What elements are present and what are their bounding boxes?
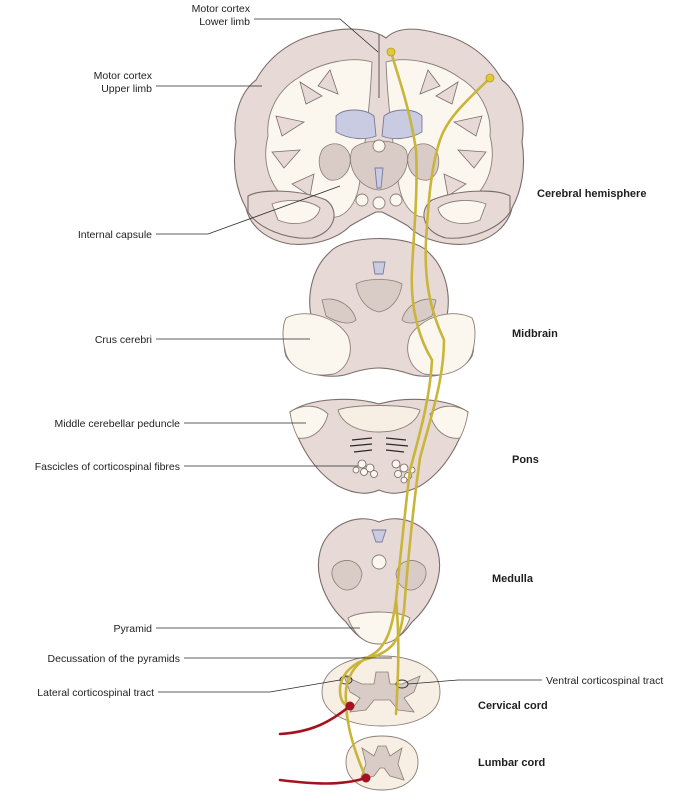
fourth-ventricle bbox=[371, 529, 387, 543]
leader-ventral-tract bbox=[407, 679, 542, 685]
lower-motor-neurons bbox=[278, 701, 371, 785]
structure-labels: Motor cortex Lower limb Motor cortex Upp… bbox=[35, 3, 664, 699]
leader-lateral-tract bbox=[158, 679, 341, 693]
cerebral-aqueduct bbox=[372, 261, 386, 275]
tract-upper-limb-fibres bbox=[338, 76, 492, 708]
lumbar-motor-axon bbox=[278, 776, 368, 785]
label-motor-cortex-upper-2: Upper limb bbox=[101, 83, 152, 95]
label-ventral-tract: Ventral corticospinal tract bbox=[546, 675, 663, 687]
crus-cerebri-left bbox=[282, 313, 351, 376]
gyri-left bbox=[271, 69, 339, 197]
middle-cerebellar-peduncle-left bbox=[289, 405, 329, 439]
tract-lower-limb-fibres bbox=[344, 50, 434, 780]
lateral-ventricle-left bbox=[335, 109, 377, 140]
inferior-olive-left bbox=[331, 560, 363, 591]
mammillary-right bbox=[389, 193, 403, 207]
pontine-tegmentum bbox=[337, 405, 421, 433]
medullary-centre bbox=[371, 554, 387, 570]
label-motor-cortex-lower-2: Lower limb bbox=[199, 16, 250, 28]
lumbar-motor-neuron bbox=[361, 773, 371, 783]
cerebral-hemisphere-section bbox=[233, 28, 525, 245]
label-middle-cerebellar-peduncle: Middle cerebellar peduncle bbox=[55, 418, 181, 430]
substantia-nigra-left bbox=[321, 298, 357, 324]
mammillary-mid bbox=[372, 196, 386, 210]
label-motor-cortex-lower-1: Motor cortex bbox=[192, 3, 251, 15]
mammillary-left bbox=[355, 193, 369, 207]
label-internal-capsule: Internal capsule bbox=[78, 229, 152, 241]
label-decussation: Decussation of the pyramids bbox=[48, 653, 180, 665]
middle-cerebellar-peduncle-right bbox=[429, 405, 469, 439]
pontine-fascicle-streaks bbox=[349, 437, 409, 453]
medulla-section bbox=[317, 518, 441, 645]
pons-section bbox=[289, 398, 469, 494]
region-medulla: Medulla bbox=[492, 573, 534, 585]
gyri-right bbox=[419, 69, 487, 197]
label-crus-cerebri: Crus cerebri bbox=[95, 334, 152, 346]
third-ventricle bbox=[374, 167, 384, 189]
label-pyramid: Pyramid bbox=[113, 623, 152, 635]
midbrain-section bbox=[282, 238, 476, 377]
corticospinal-tract bbox=[338, 47, 495, 780]
substantia-nigra-right bbox=[401, 298, 437, 324]
label-fascicles: Fascicles of corticospinal fibres bbox=[35, 461, 180, 473]
lateral-ventricle-right bbox=[381, 109, 423, 140]
lumbar-cord-section bbox=[345, 735, 419, 791]
fornix bbox=[372, 139, 386, 153]
medulla-pyramids bbox=[347, 611, 411, 645]
tract-ventral-fibres bbox=[394, 598, 400, 716]
leader-lines bbox=[156, 18, 542, 693]
region-lumbar-cord: Lumbar cord bbox=[478, 757, 545, 769]
label-motor-cortex-upper-1: Motor cortex bbox=[94, 70, 153, 82]
label-lateral-tract: Lateral corticospinal tract bbox=[37, 687, 154, 699]
cervical-motor-neuron bbox=[345, 701, 355, 711]
basal-ganglia-left bbox=[318, 143, 351, 181]
region-midbrain: Midbrain bbox=[512, 328, 558, 340]
leader-internal-capsule bbox=[156, 185, 341, 235]
cervical-grey-matter bbox=[343, 671, 421, 713]
cervical-motor-axon bbox=[278, 704, 352, 736]
region-pons: Pons bbox=[512, 454, 539, 466]
tegmentum bbox=[355, 279, 403, 313]
leader-motor-lower bbox=[254, 18, 379, 53]
temporal-white-right bbox=[437, 200, 487, 224]
crus-cerebri-right bbox=[407, 313, 476, 376]
cell-body-upper-limb bbox=[485, 73, 495, 83]
region-labels: Cerebral hemisphere Midbrain Pons Medull… bbox=[478, 188, 646, 769]
region-cervical-cord: Cervical cord bbox=[478, 700, 548, 712]
region-cerebral-hemisphere: Cerebral hemisphere bbox=[537, 188, 646, 200]
cell-body-lower-limb bbox=[386, 47, 396, 57]
